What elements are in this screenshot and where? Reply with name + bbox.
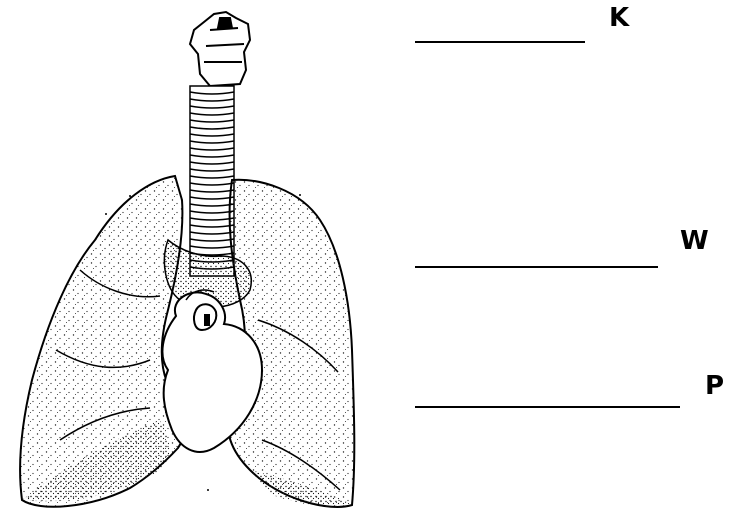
label-p: P (705, 373, 724, 399)
answer-line-k[interactable] (415, 41, 585, 43)
label-w: W (680, 228, 709, 254)
trachea (190, 86, 234, 276)
answer-line-w[interactable] (415, 266, 658, 268)
label-k: K (609, 5, 629, 31)
larynx (190, 12, 250, 86)
answer-line-p[interactable] (415, 406, 680, 408)
